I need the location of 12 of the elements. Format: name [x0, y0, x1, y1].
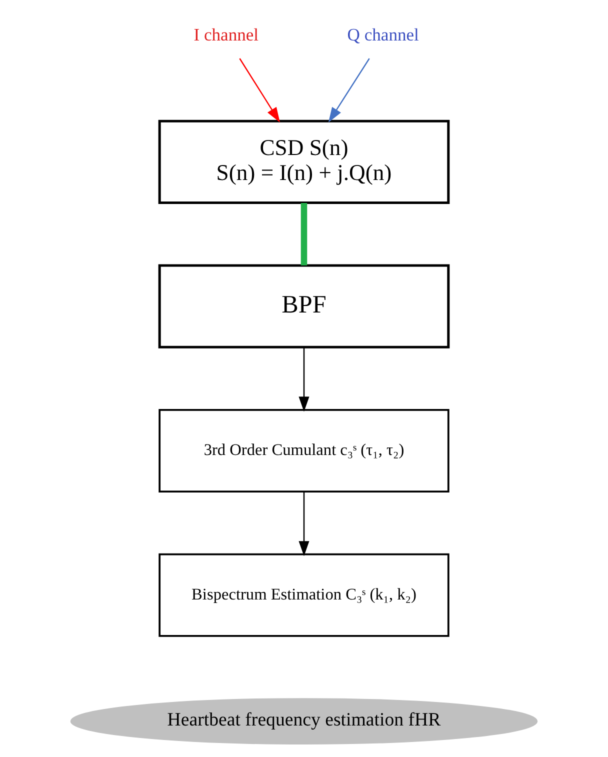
node-text: Q channel: [347, 24, 419, 44]
arrow: [298, 492, 310, 556]
node-box: BPF: [158, 264, 450, 348]
connector: [300, 203, 308, 266]
node-box: 3rd Order Cumulant c₃ˢ (τ₁, τ₂): [158, 408, 450, 492]
arrow: [298, 347, 310, 412]
node-box: CSD S(n) S(n) = I(n) + j.Q(n): [158, 120, 450, 204]
node-box: Bispectrum Estimation C₃ˢ (k₁, k₂): [158, 553, 450, 637]
arrow: [328, 58, 370, 122]
node-text: I channel: [194, 24, 259, 44]
node-ellipse: Heartbeat frequency estimation fHR: [70, 698, 538, 745]
arrow: [239, 58, 280, 122]
